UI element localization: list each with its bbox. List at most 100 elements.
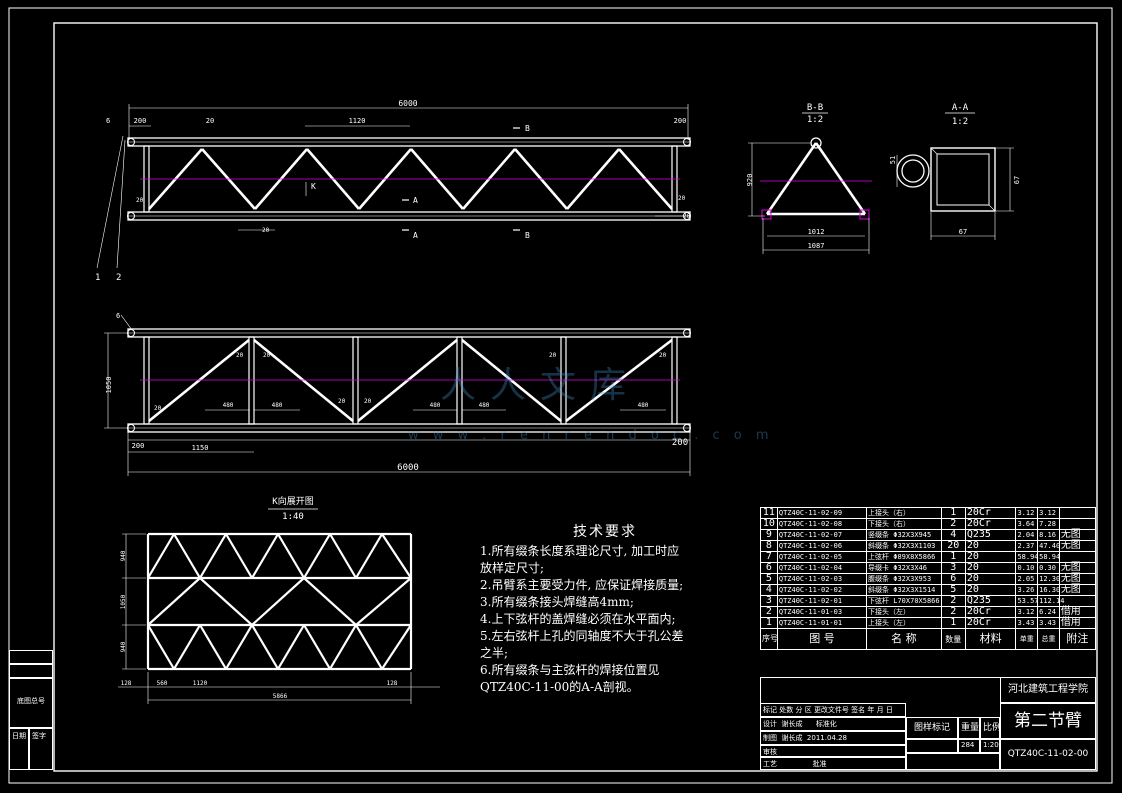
bom-cell-total: 8.16 (1037, 529, 1060, 541)
tech-line: 5.左右弦杆上孔的同轴度不大于孔公差 (480, 629, 684, 643)
k-bay: 1120 (193, 680, 208, 687)
section-a-bottom: A (413, 231, 418, 240)
section-aa: A-A 1:2 67 67 51 (889, 103, 1021, 240)
bom-cell-name: 腹缀条 Φ32X3X953 (866, 573, 942, 585)
bom-header-total: 总重 (1037, 628, 1060, 650)
title-block: 河北建筑工程学院 第二节臂 QTZ40C-11-02-00 图样标记 重量 比例… (760, 677, 1096, 770)
bom-cell-code: QTZ40C-11-01-03 (776, 606, 868, 618)
gap-dim-3: 480 (430, 402, 441, 409)
tech-line: 之半; (480, 646, 509, 660)
sheet-cell (906, 753, 1000, 770)
bom-cell-no: 8 (760, 540, 778, 552)
section-a-top: A (413, 196, 418, 205)
bom-cell-note: 借用 (1058, 606, 1097, 618)
bom-header-code: 图 号 (776, 628, 868, 650)
side-empty-1 (9, 650, 53, 664)
side-signature: 签字 (29, 728, 53, 770)
section-bb-height: 920 (746, 174, 754, 187)
rev-label-mark: 标记 (763, 706, 777, 714)
k-view: K向展开图 1:40 (118, 495, 440, 704)
bom-cell-mat: Q235 (964, 595, 1017, 607)
bom-cell-qty: 1 (940, 617, 966, 629)
bom-cell-mat: 20Cr (964, 606, 1017, 618)
top-left-end-dim: 200 (134, 117, 147, 125)
bom-cell-unit: 3.12 (1015, 507, 1039, 519)
review-label: 审核 (763, 748, 777, 756)
bom-cell-qty: 5 (940, 584, 966, 596)
bom-cell-no: 5 (760, 573, 778, 585)
bom-header-no: 序号 (760, 628, 778, 650)
bom-cell-qty: 1 (940, 551, 966, 563)
tech-heading: 技术要求 (573, 524, 637, 540)
bom-cell-name: 上弦杆 Φ89X8X5866 (866, 551, 942, 563)
review-row: 审核 (760, 745, 906, 757)
bottom-left-end-dim: 200 (132, 442, 145, 450)
k-overall: 5866 (273, 693, 288, 700)
section-aa-title: A-A (952, 103, 969, 113)
bom-cell-code: QTZ40C-11-02-09 (776, 507, 868, 519)
bom-cell-total: 7.28 (1037, 518, 1060, 530)
bom-cell-note (1058, 507, 1097, 519)
bom-cell-mat: 20 (964, 551, 1017, 563)
bom-cell-unit: 2.05 (1015, 573, 1039, 585)
bom-cell-no: 3 (760, 595, 778, 607)
bom-cell-note: 无图 (1058, 540, 1097, 552)
bom-cell-mat: 20 (964, 562, 1017, 574)
bom-cell-note: 借用 (1058, 617, 1097, 629)
bom-cell-code: QTZ40C-11-01-01 (776, 617, 868, 629)
bom-header-row: 序号 图 号 名 称 数量 材料 单重 总重 附注 (760, 628, 1097, 650)
drawer-name: 谢长成 (781, 734, 803, 742)
tech-line: 2.吊臂系主要受力件, 应保证焊接质量; (480, 578, 684, 592)
bom-cell-qty: 2 (940, 606, 966, 618)
top-web-dim-left: 20 (262, 227, 270, 234)
bom-cell-code: QTZ40C-11-02-03 (776, 573, 868, 585)
bom-cell-code: QTZ40C-11-02-02 (776, 584, 868, 596)
side-empty-2 (9, 664, 53, 678)
bom-cell-mat: 20Cr (964, 507, 1017, 519)
section-bb: B-B 1:2 920 1012 1087 (746, 103, 872, 254)
bom-cell-name: 竖缀条 Φ32X3X945 (866, 529, 942, 541)
bom-cell-mat: 20Cr (964, 518, 1017, 530)
top-end-dim-left: 20 (136, 197, 144, 204)
section-bb-scale: 1:2 (807, 115, 823, 125)
side-date: 日期 (9, 728, 29, 770)
watermark-url: w w w . r e n r e n d o c . c o m (408, 428, 774, 443)
bom-cell-total: 47.40 (1037, 540, 1061, 552)
design-row: 设计 谢长成 标准化 (760, 717, 906, 731)
k-view-title: K向展开图 (272, 495, 313, 507)
web-gap-1: 20 (154, 405, 162, 412)
bom-cell-code: QTZ40C-11-02-08 (776, 518, 868, 530)
bom-cell-name: 上接头（左） (866, 617, 942, 629)
bottom-right-end-dim: 200 (672, 438, 688, 448)
process-row: 工艺 批准 (760, 757, 906, 770)
bom-cell-note: 无图 (1058, 562, 1097, 574)
bom-cell-qty: 4 (940, 529, 966, 541)
bom-cell-total: 3.43 (1037, 617, 1060, 629)
k-height-3: 940 (120, 641, 127, 652)
rev-label-day: 日 (885, 706, 893, 714)
bom-header-unit: 单重 (1015, 628, 1039, 650)
tech-line: 放样定尺寸; (480, 561, 545, 575)
part-name: 第二节臂 (1000, 703, 1096, 739)
bom-cell-note: 无图 (1058, 584, 1097, 596)
section-bb-outer-width: 1087 (808, 242, 825, 250)
tech-line: QTZ40C-11-00的A-A剖视。 (480, 680, 639, 694)
bom-cell-code: QTZ40C-11-02-05 (776, 551, 868, 563)
section-b-top: B (525, 124, 530, 133)
scale-label: 比例 (980, 717, 1001, 739)
process-label: 工艺 (763, 760, 777, 768)
k-height-1: 940 (120, 550, 127, 561)
bom-cell-name: 斜缀条 Φ32X3X1514 (866, 584, 942, 596)
k-first-bay: 560 (157, 680, 168, 687)
watermark-logo: 人人文库 (440, 365, 641, 406)
bom-cell-unit: 3.64 (1015, 518, 1039, 530)
bom-header-name: 名 称 (866, 628, 942, 650)
section-bb-title: B-B (807, 103, 823, 113)
